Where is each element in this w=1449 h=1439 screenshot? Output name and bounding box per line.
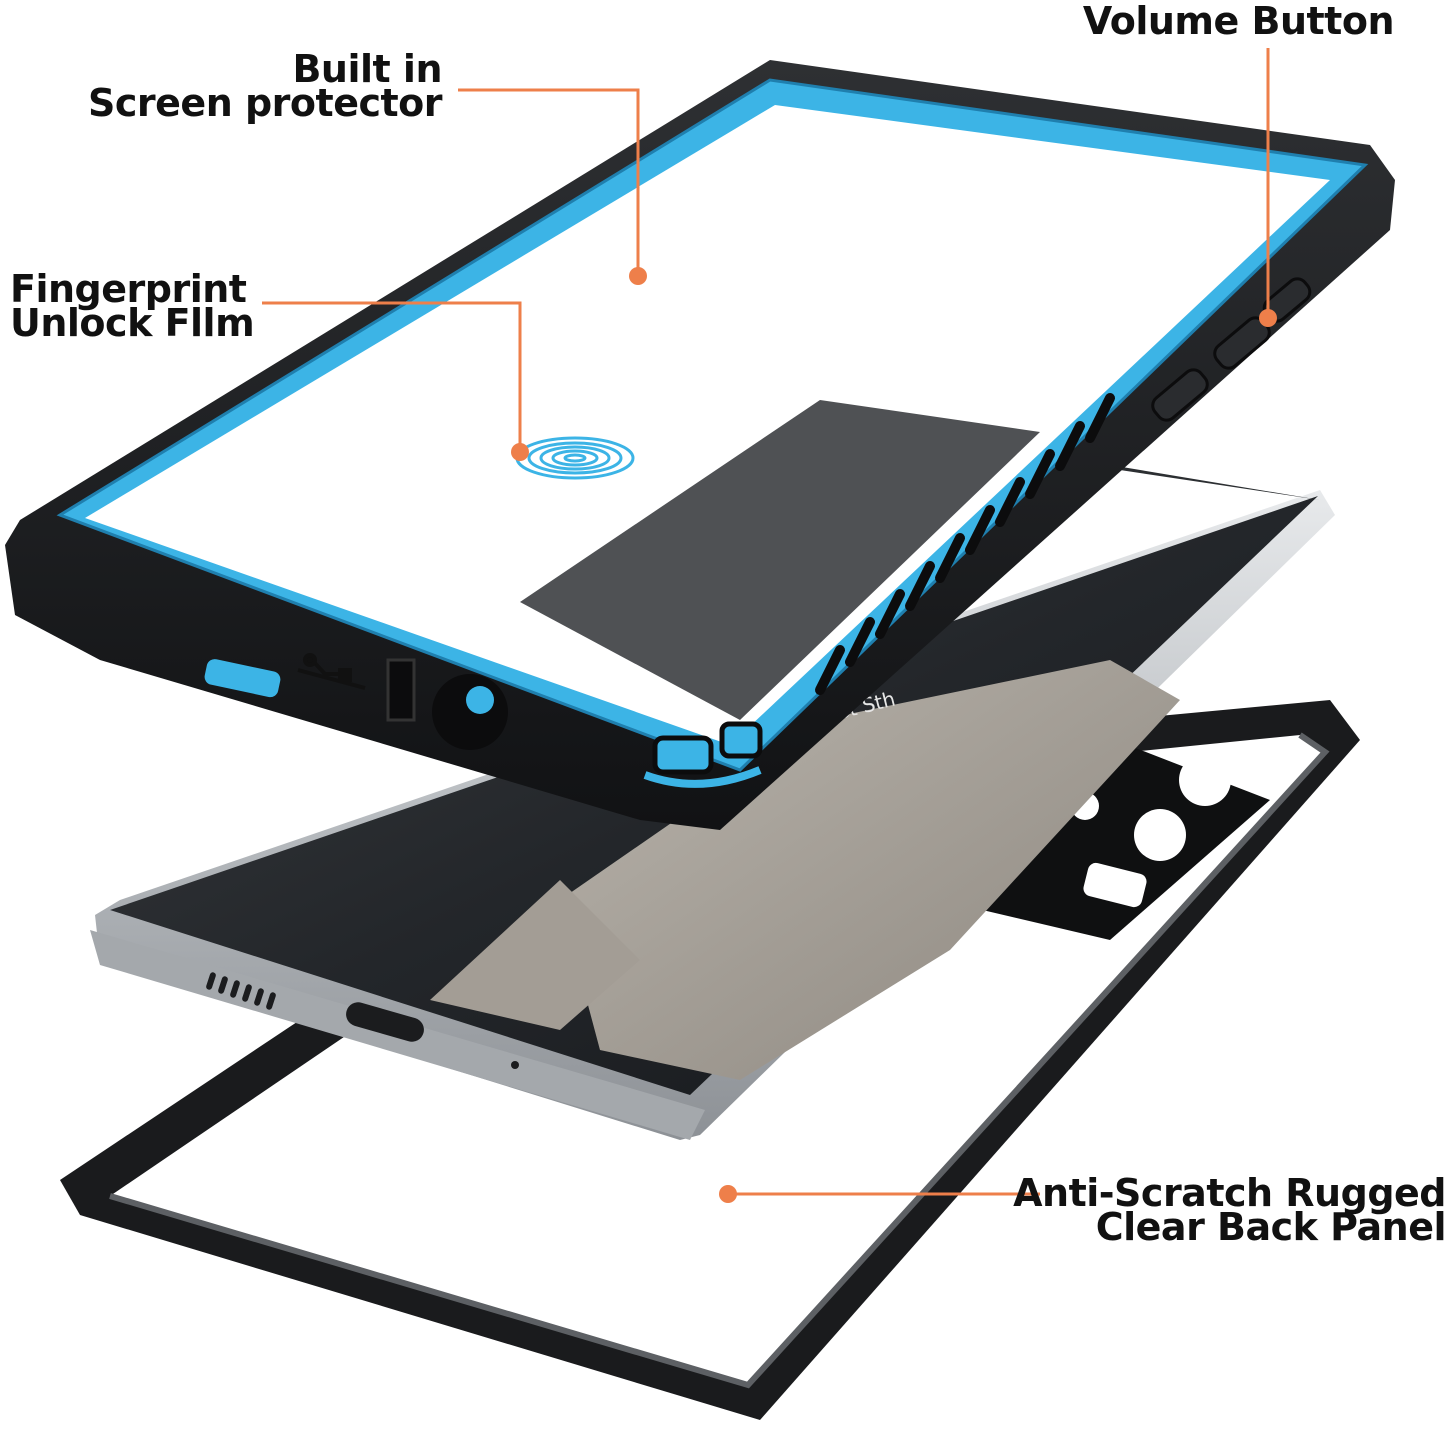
callout-screen-line1: Built in [292,47,442,91]
front-frame [5,60,1395,830]
mic-hole [511,1061,519,1069]
callout-dots [511,267,1277,1203]
port-flap [386,658,416,722]
side-grip [815,393,1115,695]
callout-dot-back [719,1185,737,1203]
callout-fingerprint-line1: Fingerprint [10,267,247,311]
usb-icon [297,653,366,690]
callout-screen-line2: Screen protector [88,81,442,125]
charge-port-cover [204,659,281,698]
callout-lines [262,48,1270,1196]
usb-c-port [346,1002,424,1042]
callout-dot-fingerprint [511,443,529,461]
speaker-grille [206,972,276,1010]
callout-dot-volume [1259,309,1277,327]
callout-fingerprint: Fingerprint Unlock Fllm [10,267,255,345]
callout-back-line2: Clear Back Panel [1095,1205,1447,1249]
headphone-plug [432,674,508,750]
side-button [1151,368,1209,422]
callout-back-line1: Anti-Scratch Rugged [1013,1171,1446,1215]
callout-dot-screen [629,267,647,285]
callout-fingerprint-line2: Unlock Fllm [10,301,255,345]
speaker-vent [719,721,763,759]
callout-volume-line1: Volume Button [1082,0,1395,43]
callout-volume: Volume Button [1080,0,1395,43]
callout-back-panel: Anti-Scratch Rugged Clear Back Panel [1000,1171,1447,1249]
camera-hole [1179,754,1231,806]
screen-protector [85,105,1330,745]
flash-cutout [1083,862,1147,908]
camera-hole [1134,809,1186,861]
speaker-vent [652,735,714,775]
callout-screen-protector: Built in Screen protector [60,47,442,125]
callout-line-fingerprint [262,301,522,450]
callout-line-screen [458,88,640,275]
